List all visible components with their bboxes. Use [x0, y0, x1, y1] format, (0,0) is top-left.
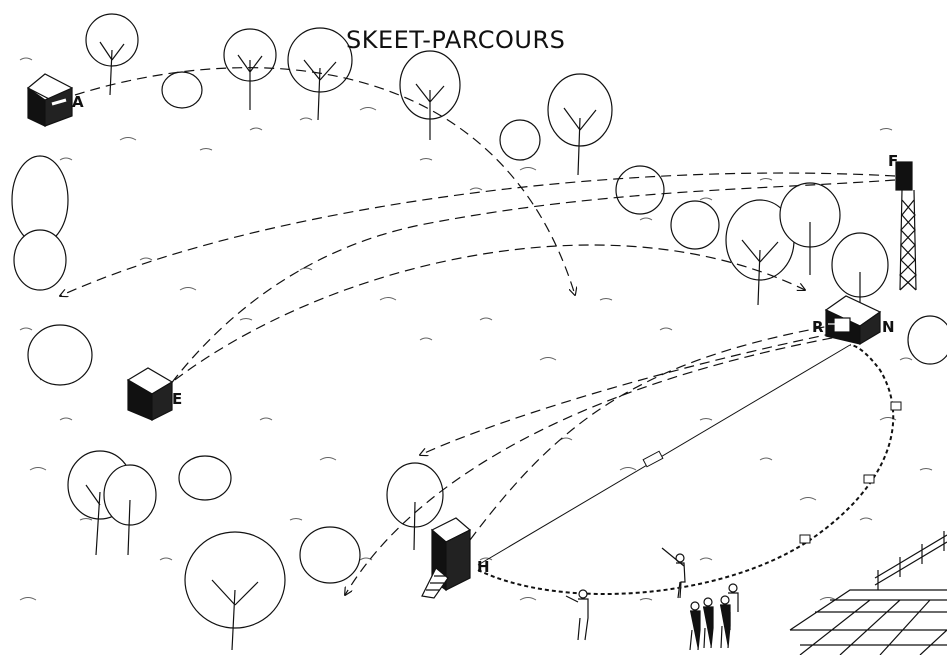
tree	[300, 527, 360, 583]
shooters	[566, 548, 738, 650]
tree	[185, 532, 285, 650]
shooting-field	[478, 345, 901, 594]
label-house-e: E	[172, 390, 182, 408]
shooter	[566, 590, 588, 640]
high-house-n	[826, 296, 880, 344]
tree	[162, 72, 202, 108]
shooter	[703, 598, 713, 648]
tree	[908, 316, 947, 364]
trap-house-a	[28, 74, 72, 126]
diagram-title: SKEET-PARCOURS	[346, 26, 565, 54]
label-house-h: H	[477, 558, 490, 576]
tree	[500, 120, 540, 160]
tree	[671, 201, 719, 249]
tree	[14, 230, 66, 290]
tree	[548, 74, 612, 175]
label-house-a: A	[72, 93, 84, 111]
flight-paths	[60, 68, 895, 595]
grass-texture	[20, 58, 932, 600]
tree	[288, 28, 352, 120]
trap-house-e	[128, 368, 172, 420]
tree	[104, 465, 156, 555]
shooter	[690, 602, 700, 650]
shooter	[720, 596, 730, 648]
label-station-r: R	[812, 318, 824, 336]
high-house-h	[422, 518, 470, 598]
trees	[12, 14, 947, 650]
tree	[28, 325, 92, 385]
tree	[86, 14, 138, 95]
tree	[832, 233, 888, 310]
tree	[616, 166, 664, 214]
label-house-n: N	[882, 318, 895, 336]
tree	[179, 456, 231, 500]
label-tower-f: F	[888, 152, 898, 170]
tree	[224, 29, 276, 110]
tower-f	[896, 162, 916, 290]
tree	[400, 51, 460, 140]
fence-and-platform	[790, 531, 947, 655]
